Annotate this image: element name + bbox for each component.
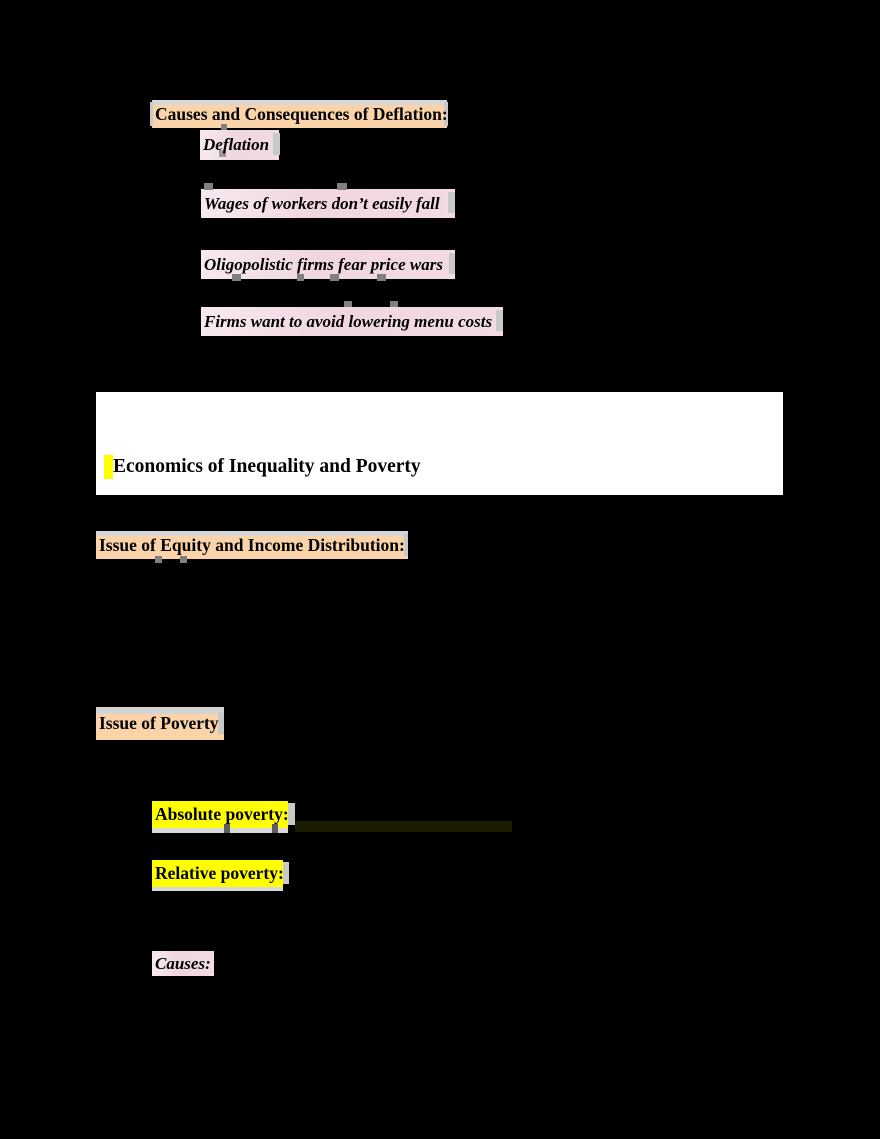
glyph-remnant xyxy=(155,556,162,563)
edge-cap xyxy=(404,534,408,556)
glyph-remnant xyxy=(330,274,339,281)
edge-cap xyxy=(448,192,455,213)
glyph-remnant xyxy=(337,183,347,190)
heading-issue-of-poverty: Issue of Poverty xyxy=(96,707,224,740)
glyph-remnant xyxy=(344,301,352,307)
term-under-strip xyxy=(152,828,288,833)
section-title-economics-inequality-poverty: Economics of Inequality and Poverty xyxy=(113,456,421,477)
heading-top-strip xyxy=(96,531,408,536)
term-relative-poverty: Relative poverty: xyxy=(152,860,284,891)
edge-cap xyxy=(273,133,280,155)
glyph-remnant xyxy=(180,556,187,563)
heading-top-strip xyxy=(96,707,224,714)
heading-top-strip xyxy=(152,100,447,105)
heading-issue-equity-income-distribution: Issue of Equity and Income Distribution: xyxy=(96,531,408,559)
heading-issue-of-poverty-label: Issue of Poverty xyxy=(99,713,219,733)
glyph-remnant xyxy=(272,824,278,833)
heading-causes-consequences-deflation: Causes and Consequences of Deflation: xyxy=(152,100,448,128)
list-item-wages-dont-fall-label: Wages of workers don’t easily fall xyxy=(204,193,440,213)
list-item-oligopolistic-firms-label: Oligopolistic firms fear price wars xyxy=(204,254,443,274)
list-item-deflation-label: Deflation xyxy=(203,135,270,154)
list-item-deflation: Deflation xyxy=(200,130,279,160)
term-absolute-poverty: Absolute poverty: xyxy=(152,801,289,833)
list-item-wages-dont-fall: Wages of workers don’t easily fall xyxy=(201,189,455,218)
faint-text-band xyxy=(295,821,512,832)
glyph-remnant xyxy=(224,824,230,833)
heading-causes-consequences-deflation-label: Causes and Consequences of Deflation: xyxy=(155,103,448,124)
glyph-remnant xyxy=(377,274,386,281)
heading-issue-equity-income-distribution-label: Issue of Equity and Income Distribution: xyxy=(99,534,405,555)
edge-cap xyxy=(288,803,295,825)
term-under-strip xyxy=(152,887,283,891)
edge-cap xyxy=(449,253,455,274)
glyph-remnant xyxy=(204,183,213,190)
list-item-menu-costs: Firms want to avoid lowering menu costs xyxy=(201,307,503,336)
section-title-band xyxy=(96,392,783,495)
list-item-oligopolistic-firms: Oligopolistic firms fear price wars xyxy=(201,250,455,279)
term-relative-poverty-label: Relative poverty: xyxy=(155,863,284,883)
glyph-remnant xyxy=(390,301,398,307)
subheading-causes: Causes: xyxy=(152,951,214,976)
edge-cap xyxy=(150,102,153,126)
term-absolute-poverty-label: Absolute poverty: xyxy=(155,804,289,824)
glyph-remnant xyxy=(221,124,227,130)
list-item-menu-costs-label: Firms want to avoid lowering menu costs xyxy=(204,311,493,331)
glyph-remnant xyxy=(232,274,241,281)
glyph-remnant xyxy=(297,274,304,281)
edge-cap xyxy=(444,102,448,126)
title-marker xyxy=(104,455,113,479)
edge-cap xyxy=(218,712,224,734)
edge-cap xyxy=(496,310,503,331)
edge-cap xyxy=(283,862,289,884)
glyph-remnant xyxy=(219,150,226,157)
subheading-causes-label: Causes: xyxy=(155,953,211,973)
